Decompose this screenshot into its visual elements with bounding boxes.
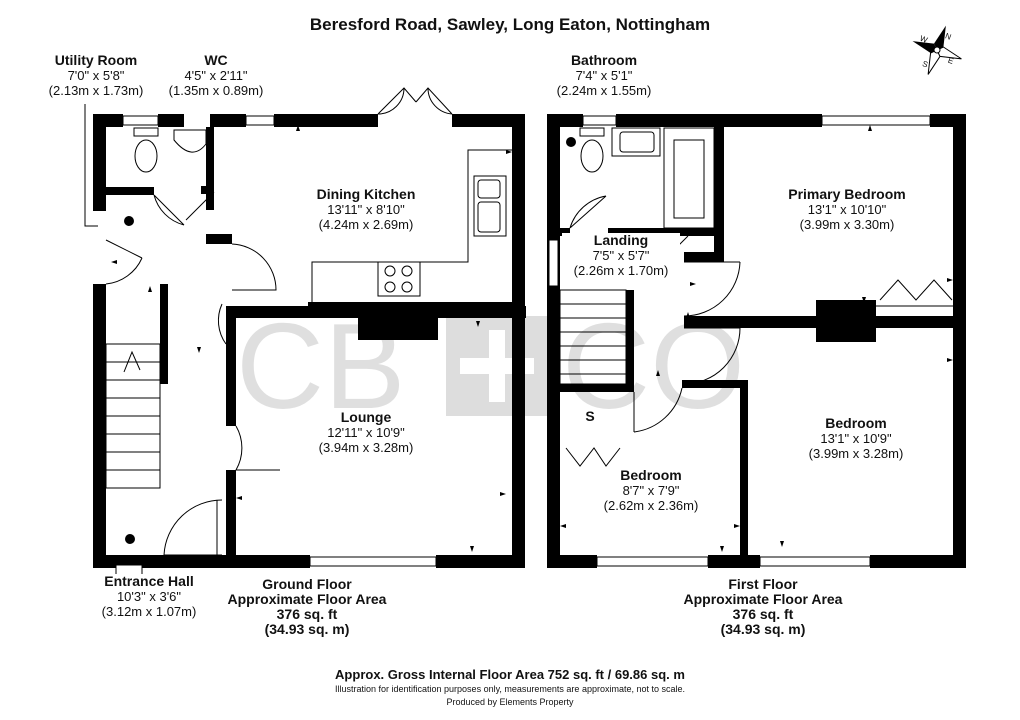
footer: Approx. Gross Internal Floor Area 752 sq… — [260, 667, 760, 709]
wc-imperial: 4'5" x 2'11" — [184, 68, 248, 83]
compass-icon: N E S W — [912, 25, 962, 75]
first-floor-area-label: Approximate Floor Area — [683, 591, 843, 607]
label-dining-kitchen: Dining Kitchen 13'11" x 8'10" (4.24m x 2… — [296, 186, 436, 233]
landing-imperial: 7'5" x 5'7" — [592, 248, 650, 263]
lounge-name: Lounge — [340, 409, 392, 425]
ground-floor-area-label: Approximate Floor Area — [227, 591, 387, 607]
bedroom-large-metric: (3.99m x 3.28m) — [808, 446, 904, 461]
bedroom-large-name: Bedroom — [825, 415, 887, 431]
label-bedroom-small: Bedroom 8'7" x 7'9" (2.62m x 2.36m) — [590, 467, 712, 514]
entrance-hall-metric: (3.12m x 1.07m) — [101, 604, 197, 619]
label-landing: Landing 7'5" x 5'7" (2.26m x 1.70m) — [562, 233, 680, 278]
label-bathroom: Bathroom 7'4" x 5'1" (2.24m x 1.55m) — [544, 53, 664, 98]
bedroom-small-metric: (2.62m x 2.36m) — [603, 498, 699, 513]
utility-imperial: 7'0" x 5'8" — [67, 68, 125, 83]
gross-area: Approx. Gross Internal Floor Area 752 sq… — [335, 667, 685, 682]
primary-bedroom-imperial: 13'1" x 10'10" — [807, 202, 887, 217]
entrance-hall-imperial: 10'3" x 3'6" — [116, 589, 182, 604]
entrance-hall-name: Entrance Hall — [104, 573, 194, 589]
first-floor-title: First Floor — [728, 576, 798, 592]
producer: Produced by Elements Property — [446, 697, 574, 707]
wc-metric: (1.35m x 0.89m) — [168, 83, 264, 98]
label-entrance-hall: Entrance Hall 10'3" x 3'6" (3.12m x 1.07… — [88, 574, 210, 619]
wc-name: WC — [204, 52, 228, 68]
lounge-metric: (3.94m x 3.28m) — [318, 440, 414, 455]
bathroom-name: Bathroom — [570, 52, 638, 68]
ground-floor-plan — [84, 87, 526, 576]
bedroom-small-name: Bedroom — [620, 467, 682, 483]
utility-metric: (2.13m x 1.73m) — [48, 83, 144, 98]
compass-s: S — [921, 59, 929, 69]
first-floor-area-ft: 376 sq. ft — [732, 606, 794, 622]
label-bedroom-large: Bedroom 13'1" x 10'9" (3.99m x 3.28m) — [796, 415, 916, 462]
ground-floor-area-ft: 376 sq. ft — [276, 606, 338, 622]
compass-e: E — [947, 56, 955, 66]
dining-kitchen-metric: (4.24m x 2.69m) — [318, 217, 414, 232]
first-floor-caption: First Floor Approximate Floor Area 376 s… — [668, 577, 858, 637]
ground-floor-caption: Ground Floor Approximate Floor Area 376 … — [212, 577, 402, 637]
bedroom-small-imperial: 8'7" x 7'9" — [622, 483, 680, 498]
utility-name: Utility Room — [54, 52, 138, 68]
dining-kitchen-imperial: 13'11" x 8'10" — [327, 202, 405, 217]
ground-floor-title: Ground Floor — [262, 576, 352, 592]
disclaimer: Illustration for identification purposes… — [334, 684, 685, 694]
compass-n: N — [944, 31, 953, 42]
label-lounge: Lounge 12'11" x 10'9" (3.94m x 3.28m) — [306, 409, 426, 456]
primary-bedroom-name: Primary Bedroom — [788, 186, 906, 202]
compass-w: W — [919, 34, 930, 45]
primary-bedroom-metric: (3.99m x 3.30m) — [799, 217, 895, 232]
ground-floor-area-m: (34.93 sq. m) — [264, 621, 350, 637]
bedroom-large-imperial: 13'1" x 10'9" — [820, 431, 892, 446]
landing-name: Landing — [593, 232, 649, 248]
first-floor-plan — [547, 114, 966, 568]
label-primary-bedroom: Primary Bedroom 13'1" x 10'10" (3.99m x … — [774, 186, 920, 233]
plan-title: Beresford Road, Sawley, Long Eaton, Nott… — [310, 15, 710, 34]
label-utility-room: Utility Room 7'0" x 5'8" (2.13m x 1.73m) — [40, 53, 152, 98]
landing-metric: (2.26m x 1.70m) — [573, 263, 669, 278]
store-name: S — [585, 408, 595, 424]
label-store: S — [580, 409, 600, 424]
dining-kitchen-name: Dining Kitchen — [316, 186, 416, 202]
first-floor-area-m: (34.93 sq. m) — [720, 621, 806, 637]
bathroom-metric: (2.24m x 1.55m) — [556, 83, 652, 98]
bathroom-imperial: 7'4" x 5'1" — [575, 68, 633, 83]
lounge-imperial: 12'11" x 10'9" — [327, 425, 405, 440]
label-wc: WC 4'5" x 2'11" (1.35m x 0.89m) — [158, 53, 274, 98]
